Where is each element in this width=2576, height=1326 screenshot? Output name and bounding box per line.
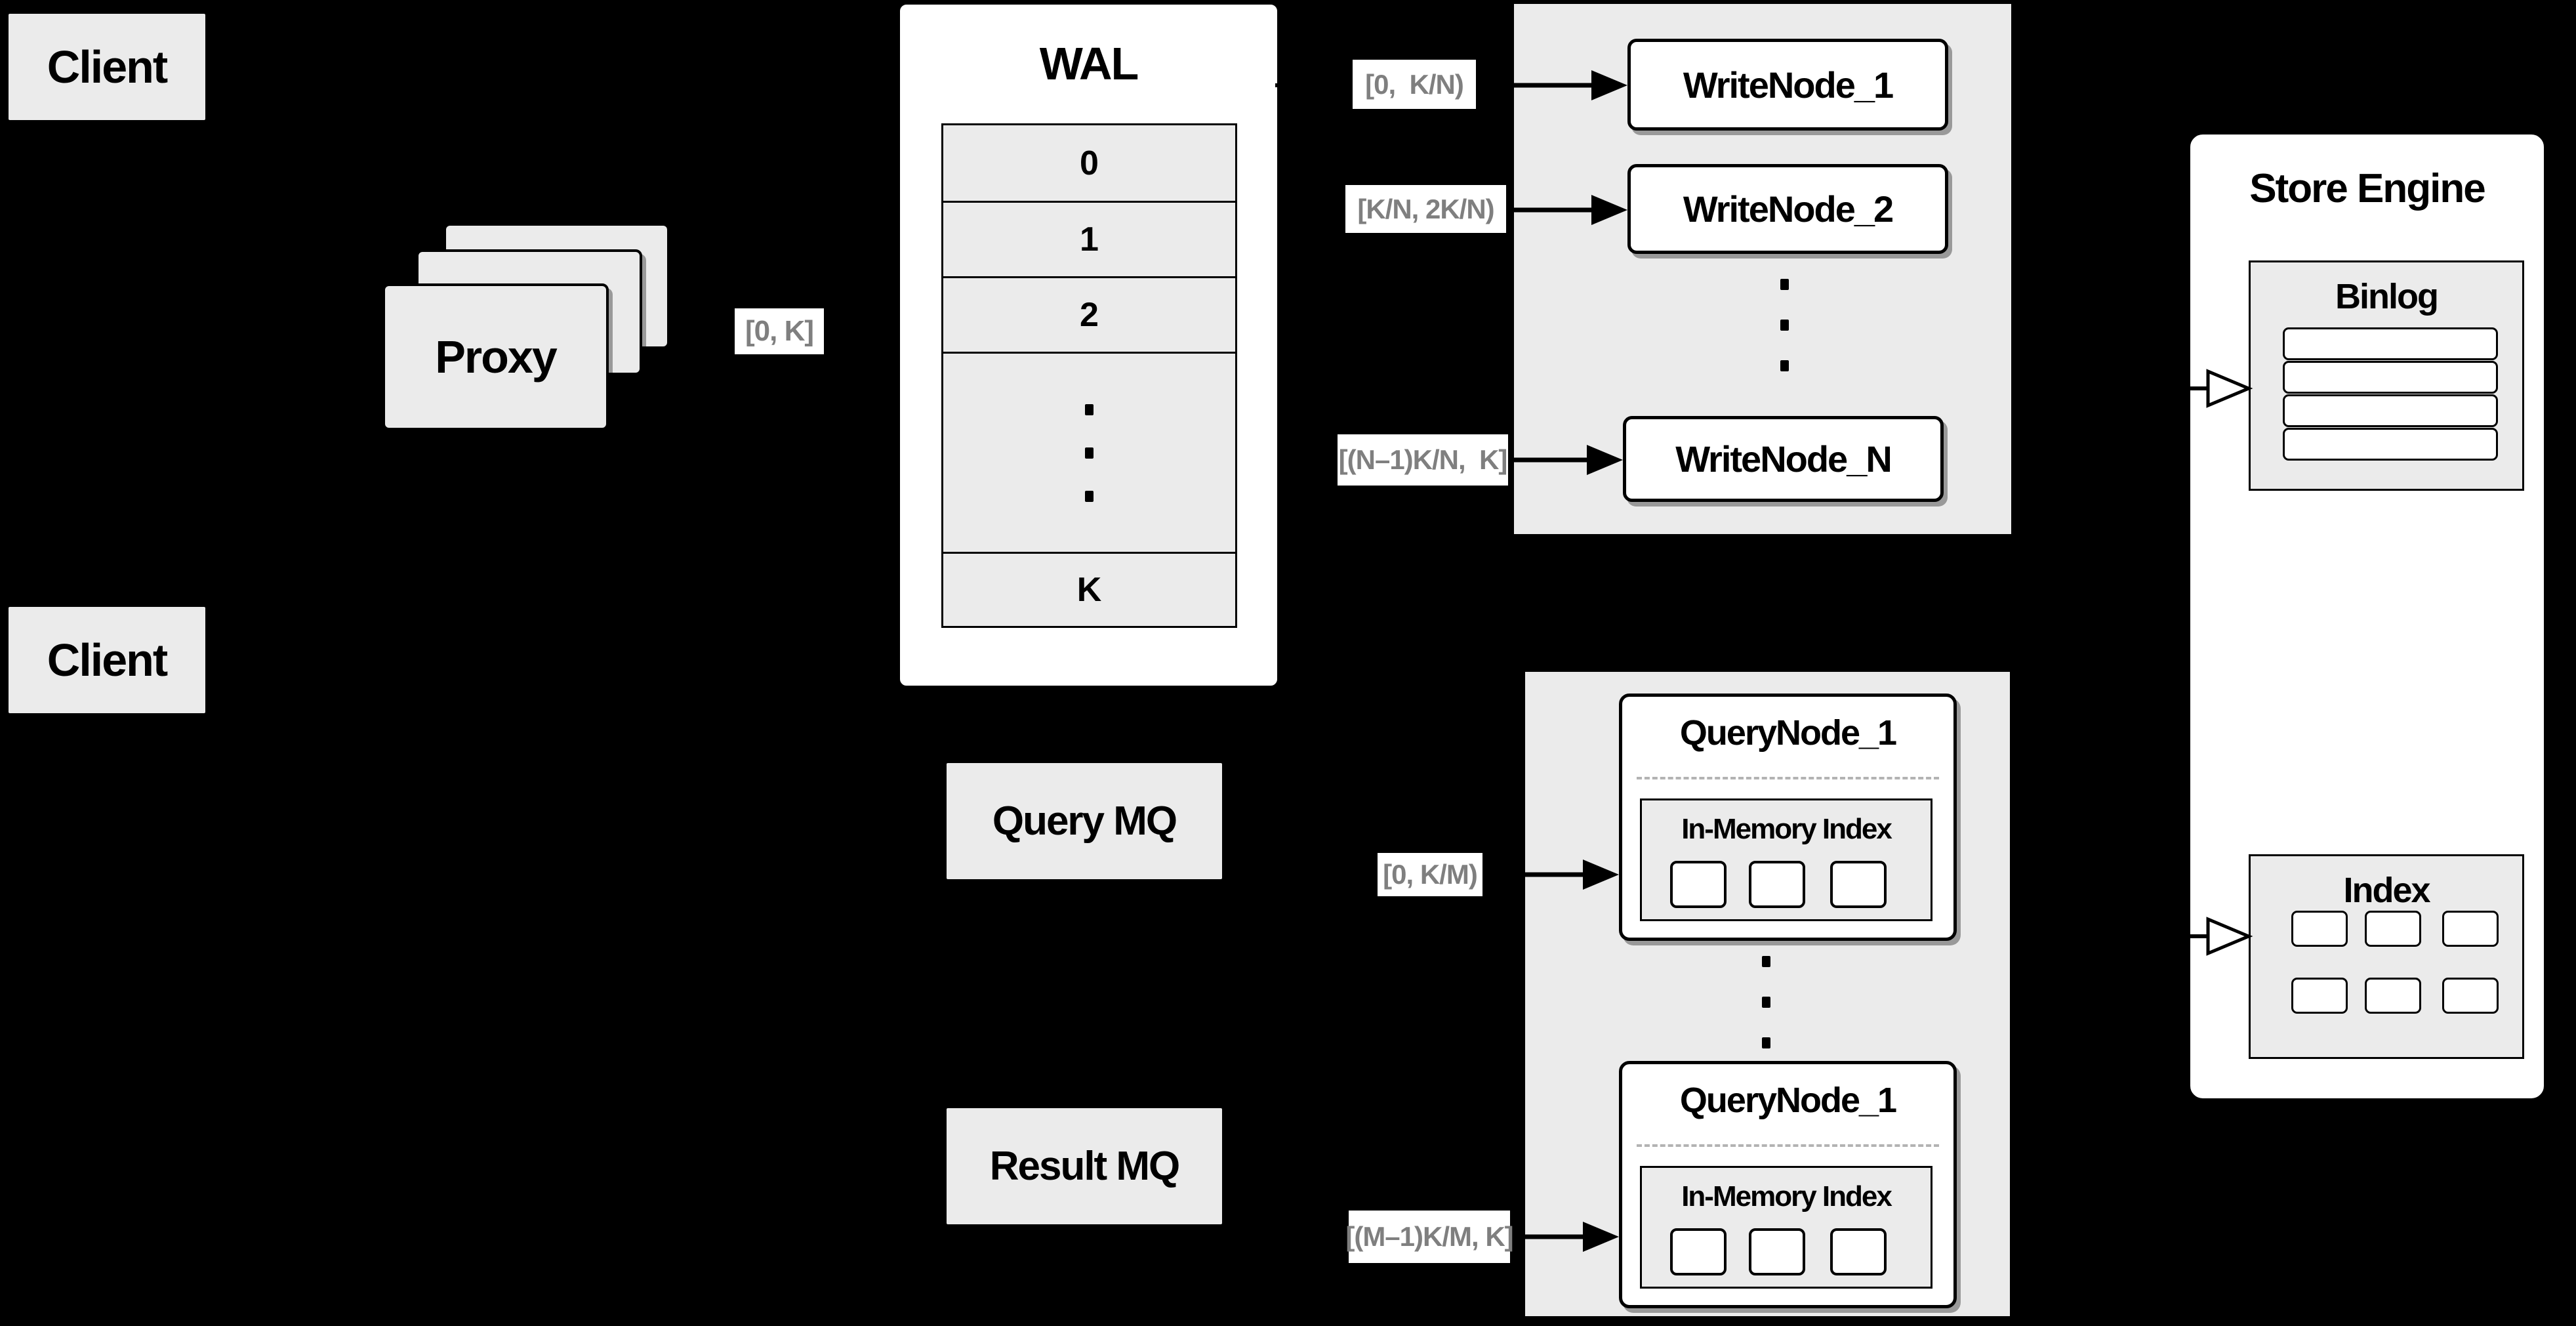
query-node-1-inmemory-title: In-Memory Index	[1640, 806, 1932, 853]
index-segment-3	[2442, 911, 2499, 947]
write-node-n: WriteNode_N	[1623, 416, 1944, 502]
wal-row-ellipsis	[941, 352, 1237, 554]
query-node-2-inmemory-title: In-Memory Index	[1640, 1173, 1932, 1220]
wal-title-text: WAL	[1039, 38, 1139, 89]
query-node-2-title-text: QueryNode_1	[1679, 1081, 1897, 1120]
query-node-1-segment-3	[1830, 861, 1887, 908]
query-node-2-divider	[1637, 1144, 1939, 1147]
result-mq-box: Result MQ	[945, 1106, 1224, 1226]
proxy-label: Proxy	[435, 331, 558, 383]
query-node-1-segment-1	[1670, 861, 1727, 908]
range-label-write-n: [(N–1)K/N, K]	[1338, 434, 1508, 486]
query-mq-label: Query MQ	[992, 798, 1177, 844]
write-node-2-label: WriteNode_2	[1683, 188, 1894, 230]
wal-row-k: K	[941, 552, 1237, 628]
binlog-row-3	[2283, 394, 2498, 427]
query-node-ellipsis-icon	[1762, 956, 1770, 1048]
write-node-n-label: WriteNode_N	[1675, 438, 1892, 480]
range-label-query-m: [(M–1)K/M, K]	[1345, 1211, 1514, 1263]
store-engine-title: Store Engine	[2188, 152, 2546, 224]
query-node-1-divider	[1637, 777, 1939, 779]
query-node-2-segment-2	[1749, 1228, 1805, 1275]
query-node-1-title-text: QueryNode_1	[1679, 713, 1897, 753]
query-node-2-segment-3	[1830, 1228, 1887, 1275]
index-segment-4	[2291, 978, 2348, 1014]
binlog-title-text: Binlog	[2335, 277, 2439, 316]
index-title: Index	[2249, 861, 2524, 919]
wal-row-2: 2	[941, 276, 1237, 354]
range-label-write-1: [0, K/N)	[1353, 60, 1476, 109]
query-node-2-title: QueryNode_1	[1619, 1074, 1957, 1127]
write-node-1: WriteNode_1	[1627, 39, 1948, 131]
index-segment-6	[2442, 978, 2499, 1014]
write-node-1-label: WriteNode_1	[1683, 64, 1894, 106]
query-node-2-inmemory-text: In-Memory Index	[1681, 1180, 1892, 1212]
binlog-row-2	[2283, 361, 2498, 394]
write-node-2: WriteNode_2	[1627, 164, 1948, 254]
range-label-query-1: [0, K/M)	[1378, 853, 1482, 896]
binlog-row-4	[2283, 428, 2498, 461]
client-box-top: Client	[7, 12, 207, 122]
query-mq-box: Query MQ	[945, 761, 1224, 881]
index-box	[2249, 854, 2524, 1059]
query-node-1-segment-2	[1749, 861, 1805, 908]
index-segment-1	[2291, 911, 2348, 947]
index-segment-5	[2365, 978, 2421, 1014]
wal-vertical-ellipsis-icon	[1085, 404, 1094, 502]
client-box-bottom: Client	[7, 605, 207, 715]
range-label-write-2: [K/N, 2K/N)	[1345, 185, 1506, 233]
result-mq-label: Result MQ	[989, 1144, 1181, 1189]
wal-row-0: 0	[941, 123, 1237, 203]
proxy-box-front: Proxy	[382, 283, 609, 430]
query-node-2-segment-1	[1670, 1228, 1727, 1275]
client-bottom-label: Client	[47, 634, 168, 686]
range-label-proxy-wal: [0, K]	[735, 308, 824, 354]
store-engine-title-text: Store Engine	[2249, 165, 2485, 211]
wal-title: WAL	[897, 28, 1280, 100]
query-node-1-title: QueryNode_1	[1619, 707, 1957, 759]
query-node-1-inmemory-text: In-Memory Index	[1681, 813, 1892, 845]
index-segment-2	[2365, 911, 2421, 947]
binlog-row-1	[2283, 327, 2498, 360]
index-title-text: Index	[2343, 871, 2430, 910]
client-top-label: Client	[47, 41, 168, 93]
binlog-title: Binlog	[2249, 268, 2524, 325]
write-node-ellipsis-icon	[1780, 279, 1789, 371]
wal-row-1: 1	[941, 201, 1237, 278]
